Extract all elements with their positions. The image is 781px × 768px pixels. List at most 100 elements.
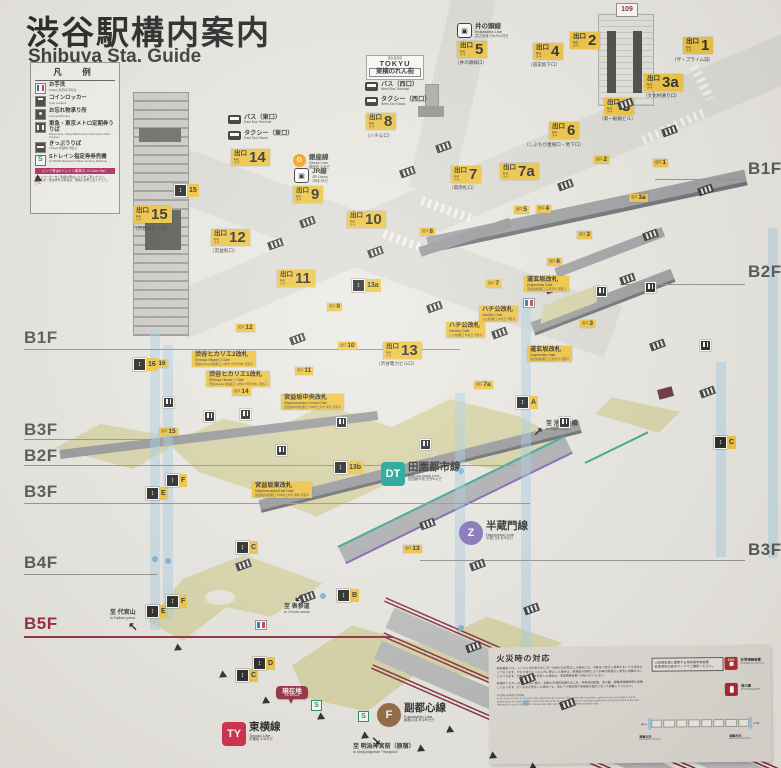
shaft-dot [165,558,171,564]
shaft-dot [523,700,529,706]
floor-label: B2F [748,262,781,281]
elevator-shaft [768,228,778,558]
tokyu-logo: TOKYU [379,58,411,68]
exit-sub-label: （道玄坂下口） [528,62,561,67]
b4f-platform-hole [205,590,235,605]
dt-tail-track [584,431,649,464]
car-position-arrow [317,712,327,723]
elevator-icon: ↕ [236,669,249,682]
direction-arrow: ↘ [371,734,382,748]
facility-label: バス（東口）East Bus Terminal [228,114,281,125]
elevator-icon: ↕ [166,595,179,608]
elevator-shaft [716,362,726,557]
ticket-gate-icon [336,417,347,428]
elevator-icon: ↕ [337,589,350,602]
elevator-icon: ↕ [146,487,159,500]
floor-label: B2F [24,446,58,465]
floor-label: B5F [24,614,58,633]
emergency-equipment-note: 火災発生時に使用する車両用非常装置各車両内の表示マークでご確認ください。 [651,657,724,673]
elevator-shaft [150,330,160,630]
evacuation-train-diagram: ← → [639,717,761,732]
facility-label: タクシー（東口）East Taxi Stand [228,130,294,141]
ty-line-icon: TY [222,722,246,746]
exit-sub-label: （渋谷電力ビル口） [376,361,418,366]
car-position-arrow [417,744,427,755]
tokyu-store-label: 東急百貨店 [388,56,402,60]
floor-leader-line [24,465,515,466]
car-position-arrow [219,670,229,681]
elevator-marker: ↕C [236,669,259,682]
car-position-arrow [361,731,371,742]
shop-block [656,386,675,400]
elevator-marker: ↕C [236,541,259,554]
exit-sub-label: （井の頭線口） [455,60,488,65]
floor-label: B1F [748,159,781,178]
elevator-marker: ↕E [146,605,168,618]
vehicle-icon [228,131,241,141]
elevator-shaft [455,393,465,628]
jr-line-icon: ▣ [294,168,309,183]
exit-sub-label: （第一勧銀ビル） [599,116,636,121]
ticket-gate-icon [420,439,431,450]
exit-sub-label: （渋谷ヒカリエ） [133,226,170,231]
elevator-marker: ↕13a [352,279,381,292]
floor-label: B3F [24,420,58,439]
strain-icon [35,154,46,166]
facility-label: タクシー（西口）West Taxi Stand [365,96,431,107]
norengai-label: 東横のれん街 [369,68,421,77]
elevator-icon: ↕ [236,541,249,554]
pass-icon [35,122,46,133]
car-position-arrow [262,696,272,707]
fire-panel-paragraph: 駅構内でも万一の火災発生に備え、自動火災報知設備をはじめ、非常放送設備、消火器、… [496,679,643,690]
sos-intercom-icon: SOS [724,656,738,671]
vehicle-icon [228,115,241,125]
ticket-gate-icon [596,286,607,297]
elevator-icon: ↕ [714,436,727,449]
shaft-dot [458,468,464,474]
elevator-icon: ↕ [133,358,146,371]
elevator-icon: ↕ [516,396,529,409]
stairs-icon [699,385,716,399]
car-position-arrow [446,725,456,736]
ticket-gate-icon [559,417,570,428]
building-facade [607,31,616,93]
floor-leader-line [24,574,158,575]
concourse-hole [174,391,192,403]
elevator-marker: ↕C [714,436,737,449]
floor-leader-line [24,636,393,638]
direction-arrow: ↙ [294,592,304,604]
elevator-marker: ↕F [166,595,188,608]
g-line-icon: G [293,154,306,167]
legend-title: 凡 例 [35,66,115,81]
floor-leader-line [24,503,530,504]
elevator-icon: ↕ [334,461,347,474]
